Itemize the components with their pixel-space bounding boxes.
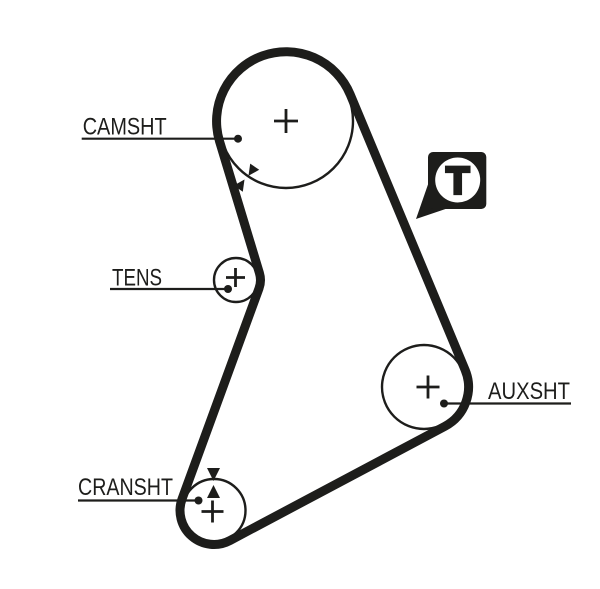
auxshaft-label: AUXSHT — [488, 378, 570, 405]
camshaft-label: CAMSHT — [83, 114, 167, 141]
tensioner-center-cross — [226, 268, 245, 287]
camshaft-center-cross — [274, 109, 298, 133]
crankshaft-center-cross — [201, 500, 224, 523]
pulley-labels: CAMSHT TENS CRANSHT AUXSHT — [78, 114, 570, 501]
shaft-center-crosses — [201, 109, 440, 523]
timing-belt — [175, 47, 474, 549]
timing-mark-arrows — [207, 163, 260, 498]
auxshaft-leader-dot — [440, 399, 448, 408]
tensioner-leader-dot — [224, 285, 232, 293]
crankshaft-label: CRANSHT — [78, 474, 173, 501]
camshaft-leader-dot — [234, 134, 242, 143]
tension-marker-circle — [435, 157, 481, 203]
camshaft-mark-arrow-inner — [248, 163, 260, 176]
crankshaft-mark-arrow-up — [207, 485, 220, 498]
crankshaft-mark-arrow-down — [207, 468, 220, 481]
leader-dots — [194, 134, 448, 505]
tension-marker-icon: T — [416, 152, 487, 219]
crankshaft-leader-dot — [194, 496, 203, 505]
tensioner-label: TENS — [112, 265, 162, 292]
auxshaft-center-cross — [416, 375, 440, 399]
tension-marker-letter: T — [446, 161, 469, 203]
pulley-outlines — [181, 52, 468, 544]
leader-lines — [78, 137, 571, 502]
camshaft-mark-arrow-outer — [233, 179, 245, 192]
